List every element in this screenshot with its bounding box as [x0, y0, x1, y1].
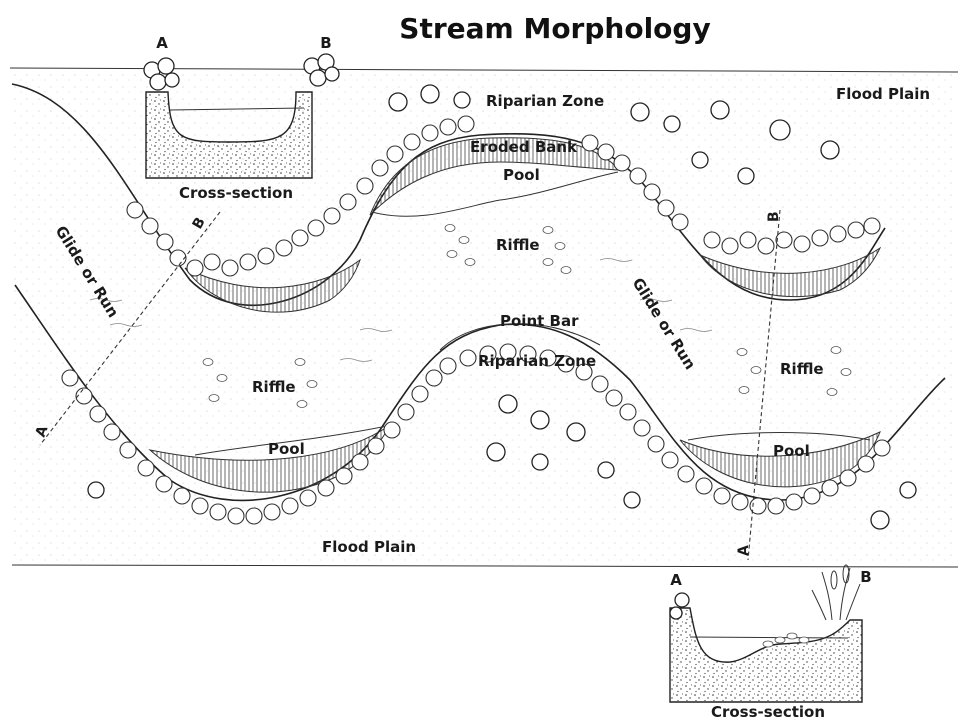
label-riffle-right: Riffle	[780, 360, 824, 378]
label-pool-right: Pool	[773, 442, 810, 460]
flood-plain-bottom-line	[12, 565, 958, 567]
cross-section-top-marker-b: B	[320, 34, 331, 52]
label-point-bar: Point Bar	[500, 312, 579, 330]
diagram-title: Stream Morphology	[399, 12, 710, 45]
cross-section-bottom-marker-b: B	[860, 568, 871, 586]
marker-a-bottom: A	[736, 545, 752, 556]
label-riparian-zone-top: Riparian Zone	[486, 92, 604, 110]
cross-section-bottom-label: Cross-section	[711, 703, 825, 721]
label-pool-left: Pool	[268, 440, 305, 458]
cross-section-bottom-marker-a: A	[670, 571, 682, 589]
label-pool-top: Pool	[503, 166, 540, 184]
cross-section-top-label: Cross-section	[179, 184, 293, 202]
label-riparian-zone-mid: Riparian Zone	[478, 352, 596, 370]
label-riffle-left: Riffle	[252, 378, 296, 396]
cross-section-top-marker-a: A	[156, 34, 168, 52]
marker-b-right: B	[766, 211, 782, 222]
label-flood-plain-bottom: Flood Plain	[322, 538, 416, 556]
cross-section-bottom: A B Cross-section	[670, 565, 872, 721]
label-flood-plain-top: Flood Plain	[836, 85, 930, 103]
label-eroded-bank: Eroded Bank	[470, 138, 578, 156]
label-riffle-center: Riffle	[496, 236, 540, 254]
